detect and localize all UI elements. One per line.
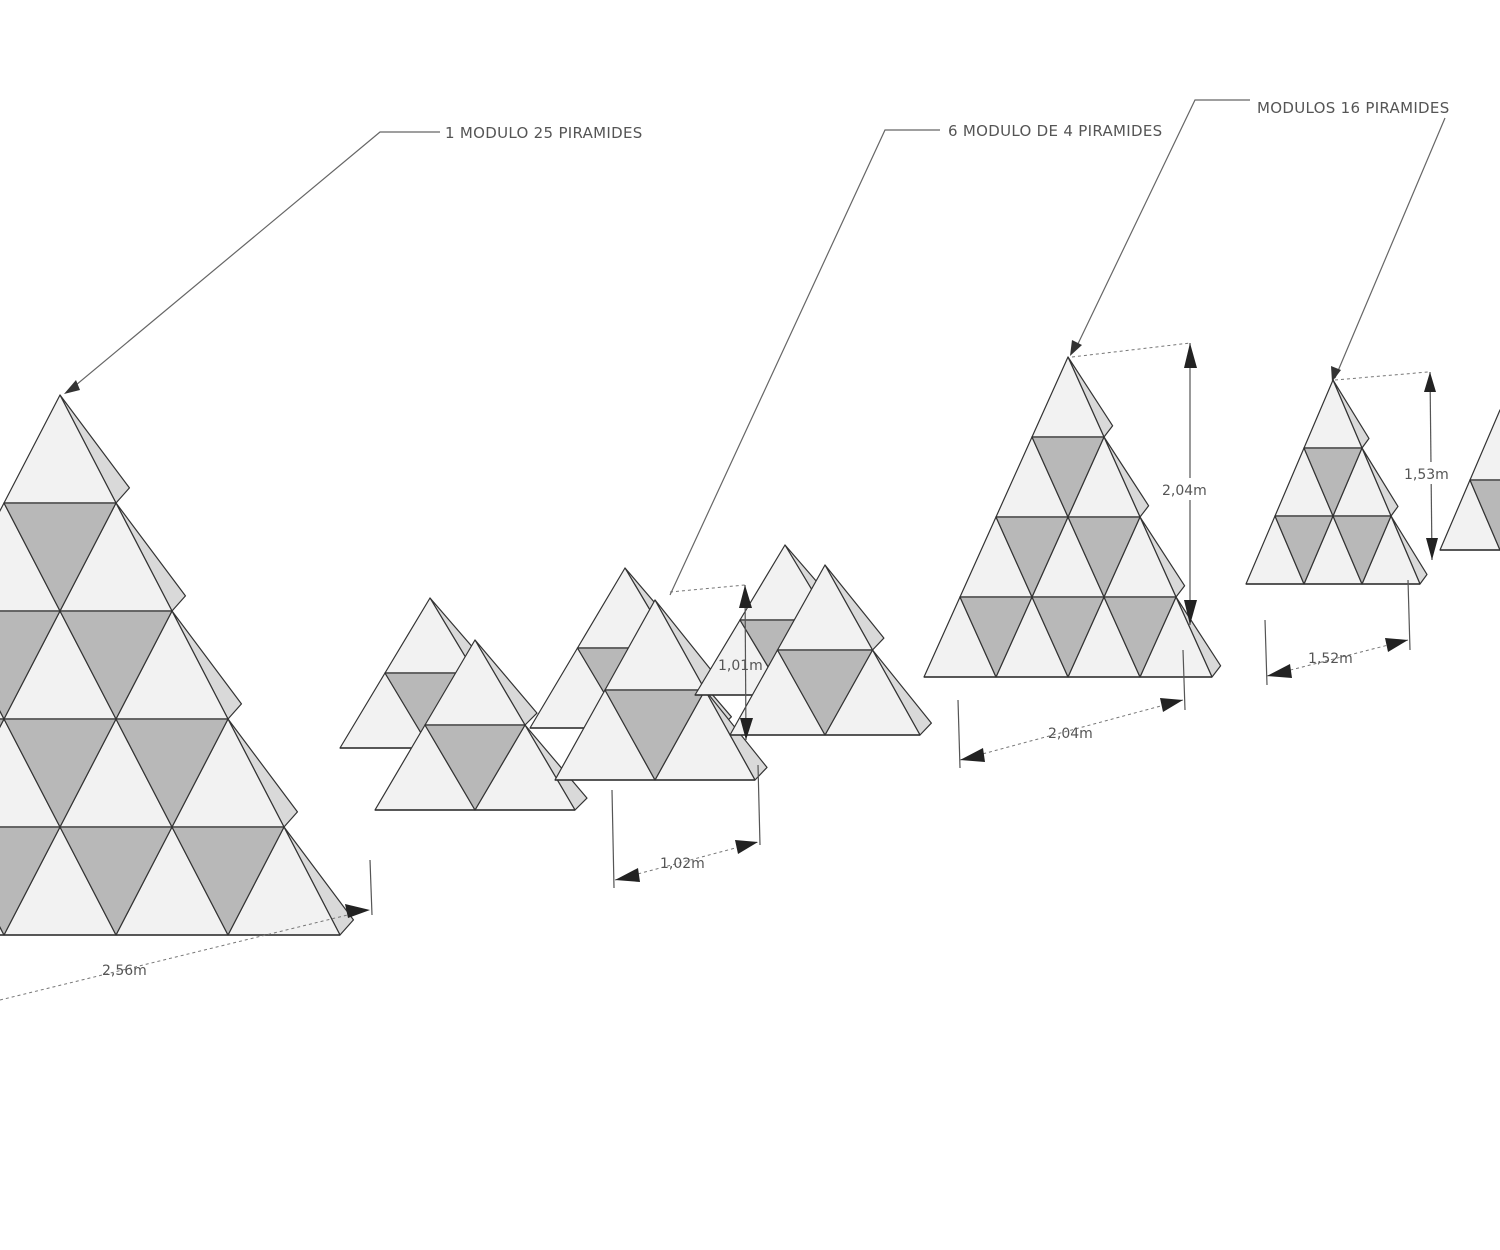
dimension-small-width: 1,02m	[660, 856, 705, 872]
dimension-arrow	[1160, 698, 1183, 712]
dimension-arrow	[739, 585, 752, 608]
inverted-pyramid-face	[115, 718, 229, 828]
dimension-small-height: 1,01m	[718, 658, 763, 674]
dimension-right-height: 1,53m	[1404, 467, 1449, 483]
leader-module-16-b	[1334, 117, 1446, 379]
inverted-pyramid-face	[171, 826, 285, 936]
pyramid	[1031, 356, 1114, 438]
label-module-25: 1 MODULO 25 PIRAMIDES	[445, 124, 643, 142]
pyramid-front-face	[1469, 409, 1500, 481]
pyramid	[115, 610, 243, 720]
arrowhead-module-25	[64, 380, 80, 394]
inverted-pyramid-face	[1103, 596, 1177, 678]
inverted-pyramid-face	[1332, 515, 1392, 585]
label-module-6x4: 6 MODULO DE 4 PIRAMIDES	[948, 122, 1162, 140]
dimension-arrow	[1385, 638, 1408, 652]
pyramid-stacks	[0, 356, 1500, 936]
dimension-line	[1071, 342, 1191, 358]
inverted-pyramid-face	[59, 826, 173, 936]
dimension-arrow	[1426, 538, 1438, 560]
dimension-arrow	[345, 904, 370, 918]
pyramid	[604, 599, 718, 691]
pyramid	[1067, 436, 1150, 518]
pyramid	[424, 639, 538, 726]
inverted-pyramid-face	[1031, 596, 1105, 678]
extension-line	[1407, 579, 1411, 651]
inverted-pyramid-face	[0, 826, 61, 936]
inverted-pyramid-face	[1031, 436, 1105, 518]
stack-16-pyramids-a	[923, 356, 1222, 678]
pyramid	[1469, 409, 1500, 481]
inverted-pyramid-face	[1274, 515, 1334, 585]
inverted-pyramid-face	[995, 516, 1069, 598]
dimension-line	[669, 584, 746, 593]
stack-4-pyramids-f	[729, 564, 933, 736]
extension-line	[369, 859, 373, 916]
pyramid	[1303, 379, 1370, 449]
extension-line	[757, 764, 761, 846]
dimension-right-width: 1,52m	[1308, 651, 1353, 667]
dimension-arrow	[740, 718, 753, 740]
dimension-line-small-width	[614, 841, 759, 881]
inverted-pyramid-face	[776, 649, 874, 736]
inverted-pyramid-face	[3, 718, 117, 828]
extension-line	[1264, 619, 1268, 686]
inverted-pyramid-face	[0, 610, 61, 720]
leader-module-25	[69, 131, 440, 391]
inverted-pyramid-face	[424, 724, 526, 811]
inverted-pyramid-face	[1067, 516, 1141, 598]
label-module-16: MODULOS 16 PIRAMIDES	[1257, 99, 1450, 117]
pyramid	[776, 564, 885, 651]
dimension-arrow	[615, 868, 640, 882]
dimension-arrow	[1184, 600, 1197, 625]
leader-module-6x4	[669, 129, 940, 596]
inverted-pyramid-face	[59, 610, 173, 720]
inverted-pyramid-face	[604, 689, 706, 781]
inverted-pyramid-face	[0, 718, 5, 729]
dimension-label-bg	[1402, 462, 1454, 484]
pyramid	[3, 394, 131, 504]
dimension-arrow	[1424, 372, 1436, 392]
arrowhead-module-16-a	[1070, 340, 1082, 356]
dimension-arrow	[735, 840, 758, 854]
stack-4-pyramids-b	[374, 639, 588, 811]
dimension-line	[1334, 371, 1429, 381]
dimension-mid-width: 2,04m	[1048, 726, 1093, 742]
stack-16-pyramids-b	[1245, 379, 1428, 585]
leader-module-16-a	[1074, 99, 1250, 351]
dimension-arrow	[960, 748, 985, 762]
dimension-label-bg	[1158, 478, 1220, 500]
dimension-big-width: 2,56m	[102, 963, 147, 979]
inverted-pyramid-face	[1469, 479, 1500, 551]
arrowhead-module-16-b	[1331, 366, 1341, 382]
stack-25-pyramids	[0, 394, 355, 936]
dimension-arrow	[1184, 343, 1197, 368]
extension-line	[957, 699, 961, 769]
inverted-pyramid-face	[1303, 447, 1363, 517]
extension-line	[611, 789, 615, 889]
inverted-pyramid-face	[959, 596, 1033, 678]
stack-16-pyramids-c	[1439, 409, 1500, 551]
dimension-arrow	[1267, 664, 1292, 678]
extension-line	[1182, 649, 1186, 711]
inverted-pyramid-face	[3, 502, 117, 612]
dimension-mid-height: 2,04m	[1162, 483, 1207, 499]
dimension-line-small-height	[744, 584, 747, 741]
dimension-line-mid-width	[959, 699, 1184, 761]
